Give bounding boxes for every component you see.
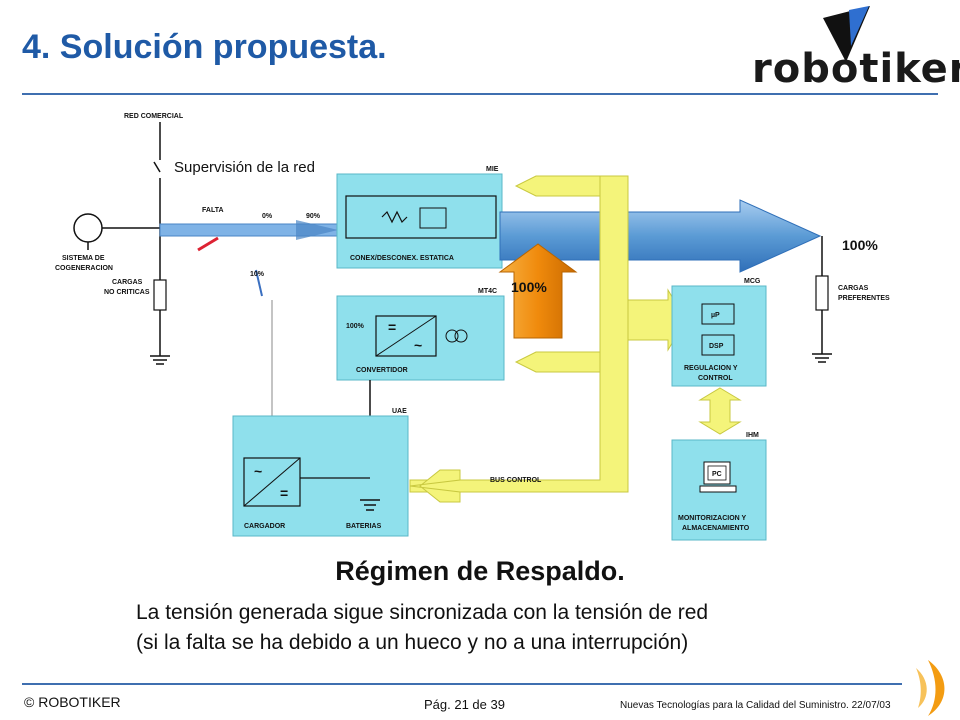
cargas-pref-label-1: CARGAS [838,285,869,292]
description-line-2: (si la falta se ha debido a un hueco y n… [136,631,689,654]
up-label: µP [711,312,720,319]
dsp-label: DSP [709,343,724,350]
converter-dc-symbol: = [388,319,396,335]
footer-event: Nuevas Tecnologías para la Calidad del S… [620,700,891,711]
pct-100-small-label: 100% [346,323,365,330]
monitor-label-2: ALMACENAMIENTO [682,525,750,532]
orange-power-arrow [498,243,578,339]
uae-box [232,415,409,537]
monitor-label-1: MONITORIZACION Y [678,515,747,522]
bus-control-label: BUS CONTROL [490,477,542,484]
cargador-dc-symbol: = [280,485,288,501]
header-divider [22,93,938,95]
pct-100-main-label: 100% [842,237,878,253]
cargador-ac-symbol: ~ [254,463,262,479]
ihm-label: IHM [746,432,759,439]
regime-description: La tensión generada sigue sincronizada c… [136,598,916,658]
cargas-pref-label-2: PREFERENTES [838,295,890,302]
converter-ac-symbol: ~ [414,337,422,353]
uae-label: UAE [392,408,407,415]
description-line-1: La tensión generada sigue sincronizada c… [136,601,709,624]
slide-title: 4. Solución propuesta. [22,28,387,66]
footer-page-number: Pág. 21 de 39 [424,697,505,712]
pct-100-orange-label: 100% [511,279,547,295]
mie-label: MIE [486,166,499,173]
regulacion-label-2: CONTROL [698,375,733,382]
supervision-label: Supervisión de la red [174,159,315,176]
logo-text: robotiker [752,46,960,92]
mt4c-label: MT4C [478,288,497,295]
up-chip [701,303,735,325]
cargas-nc-label-1: CARGAS [112,279,143,286]
conex-label: CONEX/DESCONEX. ESTATICA [350,255,454,262]
convertidor-label: CONVERTIDOR [356,367,408,374]
footer-copyright: © ROBOTIKER [24,694,121,710]
load-resistor-nc [153,279,167,311]
footer-divider [22,683,902,685]
falta-arrow [197,236,219,252]
mcg-ihm-arrow [698,387,742,435]
cargas-nc-label-2: NO CRITICAS [104,289,150,296]
sistema-label-2: COGENERACION [55,265,113,272]
falta-label: FALTA [202,207,224,214]
red-comercial-label: RED COMERCIAL [124,113,184,120]
mcg-label: MCG [744,278,761,285]
regime-heading: Régimen de Respaldo. [335,556,625,586]
pc-icon [703,461,731,485]
regulacion-label-1: REGULACION Y [684,365,738,372]
sistema-label-1: SISTEMA DE [62,255,105,262]
cargador-label: CARGADOR [244,523,285,530]
pct-90-label: 90% [306,213,321,220]
baterias-label: BATERIAS [346,523,382,530]
dsp-chip [701,334,735,356]
pct-0-label: 0% [262,213,273,220]
pc-label: PC [712,471,722,478]
mt4c-box [336,295,505,381]
pct-10-label: 10% [250,271,265,278]
